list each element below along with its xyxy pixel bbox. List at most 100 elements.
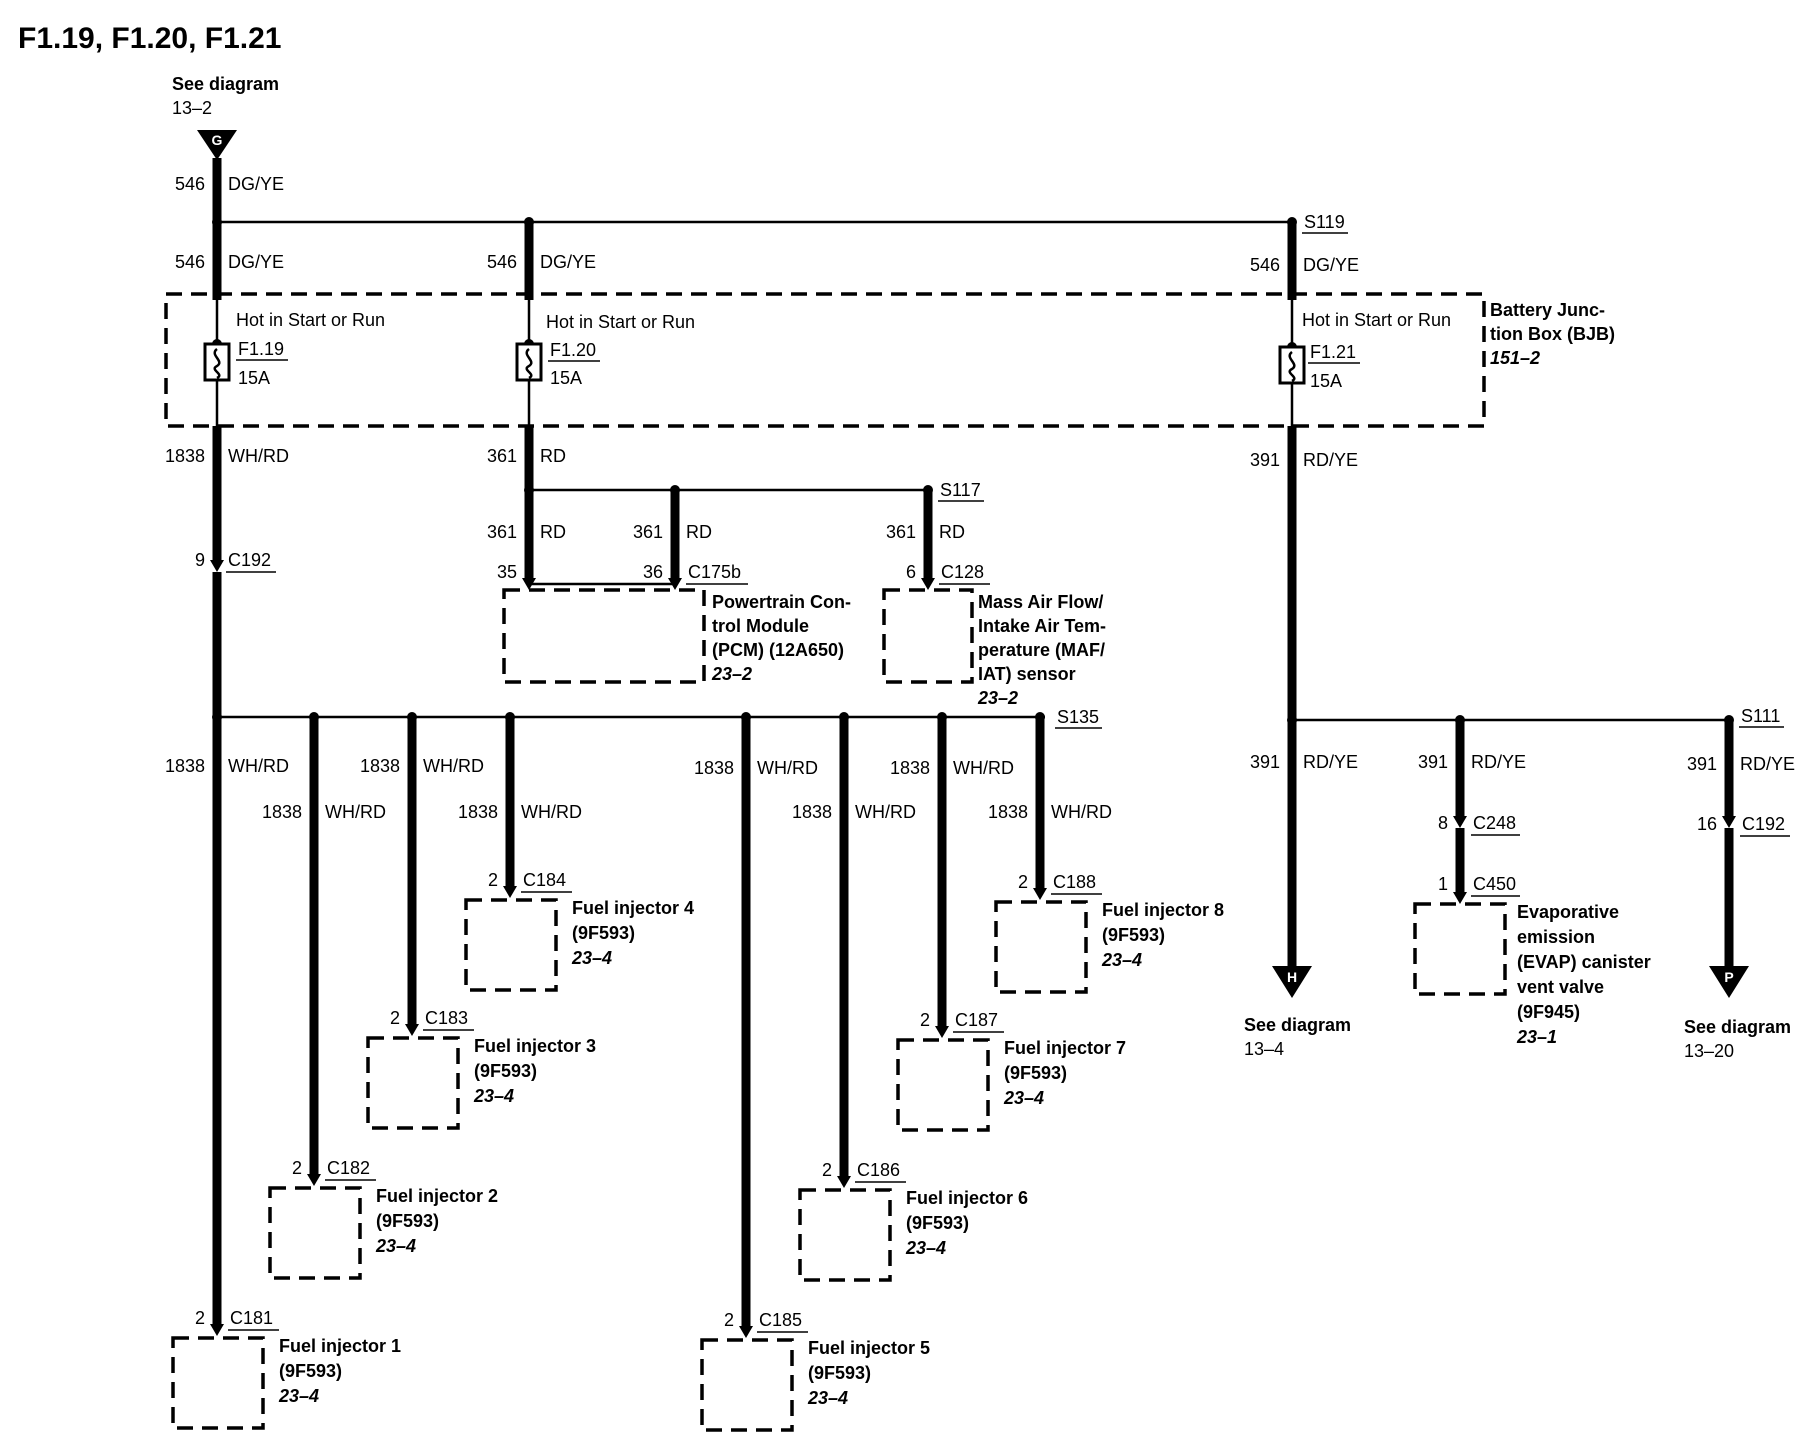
injector-name: Fuel injector 3 xyxy=(474,1036,596,1056)
fuel-injector-1[interactable] xyxy=(171,1336,265,1430)
injector-pin: 2 xyxy=(390,1008,400,1028)
fuse-element-icon xyxy=(213,348,221,380)
connector-g-icon[interactable] xyxy=(197,130,237,160)
injector-connector: C184 xyxy=(523,870,566,890)
wire-1838-num: 1838 xyxy=(792,802,832,822)
wire-361-maf-num: 361 xyxy=(886,522,916,542)
fuel-injector-3[interactable] xyxy=(366,1036,460,1130)
splice-s119-label: S119 xyxy=(1304,212,1345,232)
pin-arrow-icon xyxy=(739,1326,753,1338)
injector-ref: 23–4 xyxy=(807,1388,848,1408)
pcm-label-2: trol Module xyxy=(712,616,809,636)
evap-label-5: (9F945) xyxy=(1517,1002,1580,1022)
injector-connector: C186 xyxy=(857,1160,900,1180)
injector-pin: 2 xyxy=(724,1310,734,1330)
fuse-f121-hot: Hot in Start or Run xyxy=(1302,310,1451,330)
wire-1838-main-num: 1838 xyxy=(165,446,205,466)
wire-546-f121-color: DG/YE xyxy=(1303,255,1359,275)
c248-name: C248 xyxy=(1473,813,1516,833)
injector-connector: C182 xyxy=(327,1158,370,1178)
fuse-f120-amps: 15A xyxy=(550,368,582,388)
wire-391-main-num: 391 xyxy=(1250,450,1280,470)
injector-name: Fuel injector 8 xyxy=(1102,900,1224,920)
wire-1838-num: 1838 xyxy=(262,802,302,822)
injector-pin: 2 xyxy=(488,870,498,890)
wire-361-feed-color: RD xyxy=(540,446,566,466)
injector-pin: 2 xyxy=(920,1010,930,1030)
top-ref-label: See diagram xyxy=(172,74,279,94)
connector-p-letter: P xyxy=(1724,969,1733,985)
maf-iat-sensor[interactable] xyxy=(882,588,974,684)
injector-pin: 2 xyxy=(292,1158,302,1178)
injector-part: (9F593) xyxy=(474,1061,537,1081)
injector-name: Fuel injector 7 xyxy=(1004,1038,1126,1058)
fuel-injector-2[interactable] xyxy=(268,1186,362,1280)
injector-connector: C181 xyxy=(230,1308,273,1328)
maf-label-1: Mass Air Flow/ xyxy=(978,592,1103,612)
wire-546-feed-num: 546 xyxy=(175,174,205,194)
wire-361-feed-num: 361 xyxy=(487,446,517,466)
fuel-injector-6[interactable] xyxy=(798,1188,892,1282)
wire-1838-num: 1838 xyxy=(988,802,1028,822)
wire-546-f121-num: 546 xyxy=(1250,255,1280,275)
wire-391-evap-color: RD/YE xyxy=(1471,752,1526,772)
fuel-injector-4[interactable] xyxy=(464,898,558,992)
c192b-pin: 16 xyxy=(1697,814,1717,834)
connector-p-icon[interactable] xyxy=(1709,966,1749,998)
pin-arrow-icon xyxy=(210,1324,224,1336)
injector-ref: 23–4 xyxy=(278,1386,319,1406)
fuse-f120-name: F1.20 xyxy=(550,340,596,360)
c192-pin: 9 xyxy=(195,550,205,570)
pin-arrow-icon xyxy=(405,1024,419,1036)
pcm-ref: 23–2 xyxy=(711,664,752,684)
pcm-component[interactable] xyxy=(502,588,706,684)
fuel-injector-5[interactable] xyxy=(700,1338,794,1432)
injector-connector: C183 xyxy=(425,1008,468,1028)
connector-h-icon[interactable] xyxy=(1272,966,1312,998)
wire-546-feed-color: DG/YE xyxy=(228,174,284,194)
fuse-f120-hot: Hot in Start or Run xyxy=(546,312,695,332)
injector-part: (9F593) xyxy=(1102,925,1165,945)
pin-arrow-icon xyxy=(1033,888,1047,900)
maf-label-3: perature (MAF/ xyxy=(978,640,1105,660)
evap-vent-valve[interactable] xyxy=(1413,902,1507,996)
wire-546-f120-color: DG/YE xyxy=(540,252,596,272)
wire-361-pcm36-num: 361 xyxy=(633,522,663,542)
bjb-label-2: tion Box (BJB) xyxy=(1490,324,1615,344)
injector-ref: 23–4 xyxy=(375,1236,416,1256)
pin-arrow-icon xyxy=(1722,816,1736,828)
splice-s135-label: S135 xyxy=(1057,707,1099,727)
evap-label-1: Evaporative xyxy=(1517,902,1619,922)
fuse-f119-hot: Hot in Start or Run xyxy=(236,310,385,330)
pcm-pin-35: 35 xyxy=(497,562,517,582)
injector-pin: 2 xyxy=(822,1160,832,1180)
maf-label-4: IAT) sensor xyxy=(978,664,1076,684)
wire-391-h-color: RD/YE xyxy=(1303,752,1358,772)
injector-ref: 23–4 xyxy=(905,1238,946,1258)
battery-junction-box[interactable] xyxy=(164,292,1486,428)
wire-1838-num: 1838 xyxy=(165,756,205,776)
wire-546-f120-num: 546 xyxy=(487,252,517,272)
fuel-injector-8[interactable] xyxy=(994,900,1088,994)
wire-391-p-color: RD/YE xyxy=(1740,754,1795,774)
wire-1838-num: 1838 xyxy=(360,756,400,776)
c192b-name: C192 xyxy=(1742,814,1785,834)
pin-arrow-icon xyxy=(935,1026,949,1038)
wire-361-pcm36-color: RD xyxy=(686,522,712,542)
injector-name: Fuel injector 1 xyxy=(279,1336,401,1356)
c450-pin: 1 xyxy=(1438,874,1448,894)
wire-1838-color: WH/RD xyxy=(228,756,289,776)
wire-1838-main-color: WH/RD xyxy=(228,446,289,466)
injector-name: Fuel injector 5 xyxy=(808,1338,930,1358)
c248-pin: 8 xyxy=(1438,813,1448,833)
injector-ref: 23–4 xyxy=(1101,950,1142,970)
pin-arrow-icon xyxy=(921,578,935,590)
out-h-page: 13–4 xyxy=(1244,1039,1284,1059)
wire-1838-color: WH/RD xyxy=(757,758,818,778)
injector-name: Fuel injector 2 xyxy=(376,1186,498,1206)
wire-1838-num: 1838 xyxy=(890,758,930,778)
fuel-injector-7[interactable] xyxy=(896,1038,990,1132)
injector-part: (9F593) xyxy=(376,1211,439,1231)
injector-connector: C185 xyxy=(759,1310,802,1330)
